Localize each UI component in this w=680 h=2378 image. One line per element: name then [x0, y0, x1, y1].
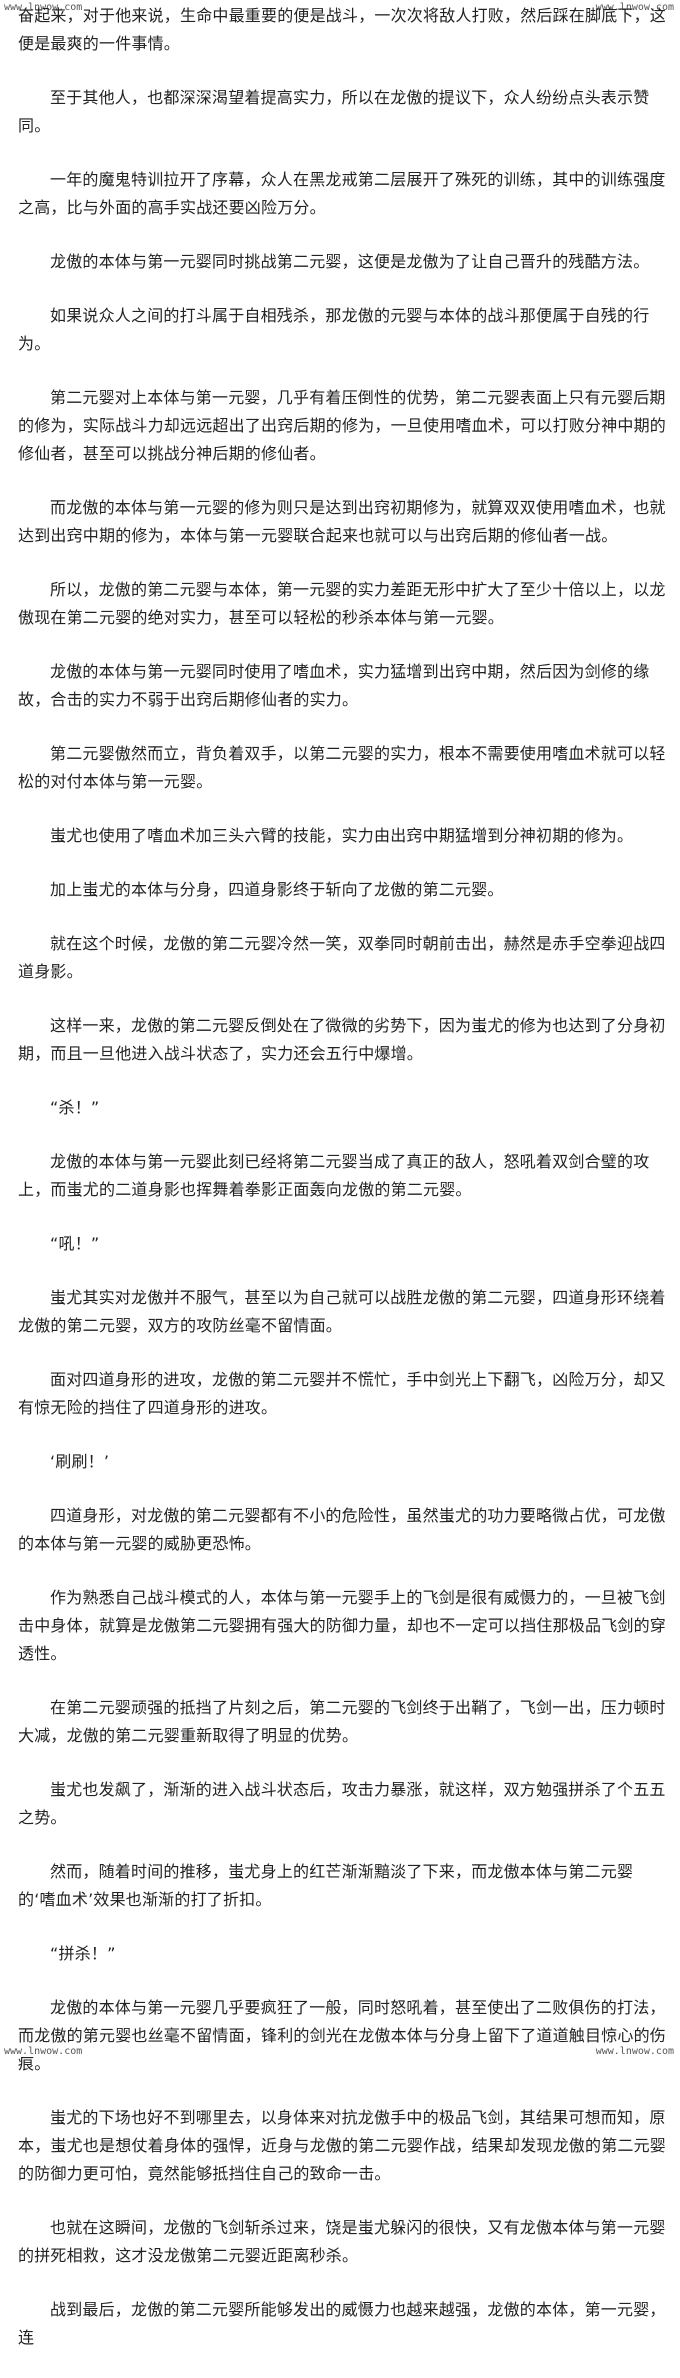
paragraph: 一年的魔鬼特训拉开了序幕，众人在黑龙戒第二层展开了殊死的训练，其中的训练强度之高…	[18, 170, 666, 217]
paragraph: 蚩尤也发飙了，渐渐的进入战斗状态后，攻击力暴涨，就这样，双方勉强拼杀了个五五之势…	[18, 1780, 666, 1827]
paragraph: 加上蚩尤的本体与分身，四道身影终于斩向了龙傲的第二元婴。	[50, 880, 504, 899]
paragraph: 龙傲的本体与第一元婴此刻已经将第二元婴当成了真正的敌人，怒吼着双剑合璧的攻上，而…	[18, 1152, 650, 1199]
watermark-bottom-right: www.lnwow.com	[593, 2046, 676, 2057]
paragraph: 第二元婴傲然而立，背负着双手，以第二元婴的实力，根本不需要使用嗜血术就可以轻松的…	[18, 744, 666, 791]
paragraph: 战到最后，龙傲的第二元婴所能够发出的威慑力也越来越强，龙傲的本体，第一元婴，连	[18, 2300, 666, 2347]
dialogue-line: “拼杀！”	[50, 1944, 116, 1963]
paragraph: 蚩尤也使用了嗜血术加三头六臂的技能，实力由出窍中期猛增到分神初期的修为。	[50, 826, 634, 845]
paragraph: 第二元婴对上本体与第一元婴，几乎有着压倒性的优势，第二元婴表面上只有元婴后期的修…	[18, 388, 667, 463]
paragraph: 蚩尤的下场也好不到哪里去，以身体来对抗龙傲手中的极品飞剑，其结果可想而知，原本，…	[18, 2108, 667, 2183]
watermark-bottom-left: www.lnwow.com	[2, 2046, 85, 2057]
paragraph: 作为熟悉自己战斗模式的人，本体与第一元婴手上的飞剑是很有威慑力的，一旦被飞剑击中…	[18, 1588, 667, 1663]
watermark-top-right: www.lnwow.com	[593, 2, 676, 13]
paragraph: 所以，龙傲的第二元婴与本体，第一元婴的实力差距无形中扩大了至少十倍以上，以龙傲现…	[18, 580, 666, 627]
paragraph: 蚩尤其实对龙傲并不服气，甚至以为自己就可以战胜龙傲的第二元婴，四道身形环绕着龙傲…	[18, 1288, 666, 1335]
paragraph: 就在这个时候，龙傲的第二元婴冷然一笑，双拳同时朝前击出，赫然是赤手空拳迎战四道身…	[18, 934, 666, 981]
paragraph: 面对四道身形的进攻，龙傲的第二元婴并不慌忙，手中剑光上下翻飞，凶险万分，却又有惊…	[18, 1370, 666, 1417]
paragraph: 而龙傲的本体与第一元婴的修为则只是达到出窍初期修为，就算双双使用嗜血术，也就达到…	[18, 498, 666, 545]
dialogue-line: “杀！”	[50, 1098, 100, 1117]
sound-effect-line: ‘刷刷！’	[50, 1452, 110, 1471]
paragraph: 龙傲的本体与第一元婴几乎要疯狂了一般，同时怒吼着，甚至使出了二败俱伤的打法，而龙…	[18, 1998, 667, 2073]
paragraph: 然而，随着时间的推移，蚩尤身上的红芒渐渐黯淡了下来，而龙傲本体与第二元婴的‘嗜血…	[18, 1862, 634, 1909]
paragraph: 也就在这瞬间，龙傲的飞剑斩杀过来，饶是蚩尤躲闪的很快，又有龙傲本体与第一元婴的拼…	[18, 2218, 666, 2265]
paragraph: 龙傲的本体与第一元婴同时挑战第二元婴，这便是龙傲为了让自己晋升的残酷方法。	[50, 252, 650, 271]
article-body: 奋起来，对于他来说，生命中最重要的便是战斗，一次次将敌人打败，然后踩在脚底下，这…	[18, 0, 668, 2378]
paragraph: 龙傲的本体与第一元婴同时使用了嗜血术，实力猛增到出窍中期，然后因为剑修的缘故，合…	[18, 662, 650, 709]
dialogue-line: “吼！”	[50, 1234, 100, 1253]
paragraph: 如果说众人之间的打斗属于自相残杀，那龙傲的元婴与本体的战斗那便属于自残的行为。	[18, 306, 650, 353]
watermark-top-left: www.lnwow.com	[2, 2, 85, 13]
paragraph: 至于其他人，也都深深渴望着提高实力，所以在龙傲的提议下，众人纷纷点头表示赞同。	[18, 88, 650, 135]
paragraph: 奋起来，对于他来说，生命中最重要的便是战斗，一次次将敌人打败，然后踩在脚底下，这…	[18, 6, 667, 53]
document-page: www.lnwow.com www.lnwow.com 奋起来，对于他来说，生命…	[2, 2, 676, 2347]
paragraph: 四道身形，对龙傲的第二元婴都有不小的危险性，虽然蚩尤的功力要略微占优，可龙傲的本…	[18, 1506, 666, 1553]
paragraph: 在第二元婴顽强的抵挡了片刻之后，第二元婴的飞剑终于出鞘了，飞剑一出，压力顿时大减…	[18, 1698, 666, 1745]
paragraph: 这样一来，龙傲的第二元婴反倒处在了微微的劣势下，因为蚩尤的修为也达到了分身初期，…	[18, 1016, 666, 1063]
